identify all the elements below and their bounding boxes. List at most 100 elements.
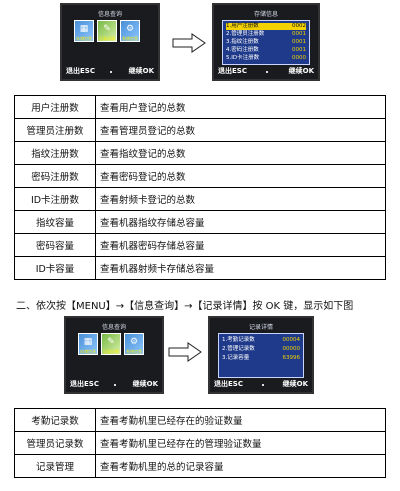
ok-key[interactable]: 继续OK <box>132 380 158 388</box>
table-desc: 查看考勤机里已经存在的验证数量 <box>95 408 386 432</box>
info-icon: ⚙ <box>129 337 139 348</box>
table-row: 管理员注册数查看管理员登记的总数 <box>14 118 386 142</box>
list-item[interactable]: 5.ID卡注册数 0000 <box>226 55 306 62</box>
table-key: 用户注册数 <box>14 95 96 119</box>
device-screen-record-detail: 记录详情 1.考勤记录数 00004 2.管理记录数 00000 3.记录容量 … <box>208 316 314 394</box>
table-desc: 查看机器密码存储总容量 <box>95 233 386 257</box>
menu-icons: ▦ 存储信息 ✎ 记录详情 ⚙ 系统信息 <box>78 333 144 355</box>
table-desc: 查看考勤机里已经存在的管理验证数量 <box>95 431 386 455</box>
row-label: 1.用户注册数 <box>226 23 259 29</box>
menu-item-record-detail[interactable]: ✎ 记录详情 <box>97 20 117 42</box>
row-value: 0001 <box>292 31 306 37</box>
table-key: 管理员注册数 <box>14 118 96 142</box>
row-value: 00004 <box>282 337 301 343</box>
menu-item-system-info[interactable]: ⚙ 系统信息 <box>120 20 140 42</box>
record-detail-table: 考勤记录数查看考勤机里已经存在的验证数量 管理员记录数查看考勤机里已经存在的管理… <box>14 408 386 478</box>
menu-item-storage-info[interactable]: ▦ 存储信息 <box>74 20 94 42</box>
menu-item-label: 系统信息 <box>126 349 142 354</box>
row-value: 0001 <box>292 47 306 53</box>
table-desc: 查看考勤机里的总的记录容量 <box>95 454 386 478</box>
list-item[interactable]: 2.管理员注册数 0001 <box>226 31 306 38</box>
menu-item-label: 系统信息 <box>122 36 138 41</box>
record-icon: ✎ <box>107 337 115 348</box>
record-detail-list: 1.考勤记录数 00004 2.管理记录数 00000 3.记录容量 63996 <box>218 333 304 378</box>
row-label: 3.记录容量 <box>222 355 250 361</box>
table-key: 指纹容量 <box>14 210 96 234</box>
table-row: 指纹容量查看机器指纹存储总容量 <box>14 210 386 234</box>
menu-icons: ▦ 存储信息 ✎ 记录详情 ⚙ 系统信息 <box>74 20 140 42</box>
list-item[interactable]: 3.指纹注册数 0001 <box>226 39 306 46</box>
arrow-right-icon <box>172 33 206 53</box>
table-row: 考勤记录数查看考勤机里已经存在的验证数量 <box>14 408 386 432</box>
row-label: 3.指纹注册数 <box>226 39 259 45</box>
ok-key[interactable]: 继续OK <box>128 67 154 75</box>
table-key: 考勤记录数 <box>14 408 96 432</box>
ok-key[interactable]: 继续OK <box>288 67 314 75</box>
ok-key[interactable]: 继续OK <box>282 380 308 388</box>
list-item[interactable]: 4.密码注册数 0001 <box>226 47 306 54</box>
row-label: 2.管理员注册数 <box>226 31 265 37</box>
table-desc: 查看管理员登记的总数 <box>95 118 386 142</box>
esc-key[interactable]: 退出ESC <box>66 67 95 75</box>
row-label: 2.管理记录数 <box>222 346 255 352</box>
table-desc: 查看射频卡登记的总数 <box>95 187 386 211</box>
info-icon: ⚙ <box>125 24 135 35</box>
table-key: ID卡容量 <box>14 256 96 280</box>
table-row: 用户注册数查看用户登记的总数 <box>14 95 386 119</box>
row-value: 0001 <box>292 39 306 45</box>
menu-item-label: 存储信息 <box>80 349 96 354</box>
table-row: 记录管理查看考勤机里的总的记录容量 <box>14 454 386 478</box>
table-row: 密码注册数查看密码登记的总数 <box>14 164 386 188</box>
device-screen-info-query-2: 信息查询 ▦ 存储信息 ✎ 记录详情 ⚙ 系统信息 退出ESC 继续OK <box>64 316 164 394</box>
esc-key[interactable]: 退出ESC <box>214 380 243 388</box>
row-label: 5.ID卡注册数 <box>226 55 260 61</box>
list-item[interactable]: 1.考勤记录数 00004 <box>222 337 300 344</box>
indicator-dot <box>110 71 112 73</box>
chart-icon: ▦ <box>83 337 93 348</box>
screen-title: 记录详情 <box>248 324 273 331</box>
arrow-right-icon <box>168 342 202 362</box>
table-desc: 查看用户登记的总数 <box>95 95 386 119</box>
menu-item-label: 记录详情 <box>99 36 115 41</box>
row-value: 0000 <box>292 55 306 61</box>
esc-key[interactable]: 退出ESC <box>218 67 247 75</box>
row-value: 0002 <box>292 23 306 29</box>
chart-icon: ▦ <box>79 24 89 35</box>
record-icon: ✎ <box>103 24 111 35</box>
table-desc: 查看密码登记的总数 <box>95 164 386 188</box>
menu-item-record-detail[interactable]: ✎ 记录详情 <box>101 333 121 355</box>
screen-title: 存储信息 <box>253 11 278 18</box>
menu-item-storage-info[interactable]: ▦ 存储信息 <box>78 333 98 355</box>
table-row: ID卡容量查看机器射频卡存储总容量 <box>14 256 386 280</box>
list-item[interactable]: 3.记录容量 63996 <box>222 355 300 362</box>
esc-key[interactable]: 退出ESC <box>70 380 99 388</box>
list-item[interactable]: 1.用户注册数 0002 <box>226 23 306 30</box>
row-label: 4.密码注册数 <box>226 47 259 53</box>
indicator-dot <box>266 71 268 73</box>
table-desc: 查看机器射频卡存储总容量 <box>95 256 386 280</box>
menu-item-system-info[interactable]: ⚙ 系统信息 <box>124 333 144 355</box>
table-key: 记录管理 <box>14 454 96 478</box>
menu-item-label: 记录详情 <box>103 349 119 354</box>
storage-info-list: 1.用户注册数 0002 2.管理员注册数 0001 3.指纹注册数 0001 … <box>222 20 310 65</box>
row-label: 1.考勤记录数 <box>222 337 255 343</box>
table-row: 指纹注册数查看指纹登记的总数 <box>14 141 386 165</box>
row-value: 63996 <box>282 355 301 361</box>
step-instruction: 二、依次按【MENU】→【信息查询】→【记录详情】按 OK 键，显示如下图 <box>16 301 354 312</box>
screen-title: 信息查询 <box>97 11 122 18</box>
table-row: 管理员记录数查看考勤机里已经存在的管理验证数量 <box>14 431 386 455</box>
table-desc: 查看机器指纹存储总容量 <box>95 210 386 234</box>
table-key: 指纹注册数 <box>14 141 96 165</box>
table-row: ID卡注册数查看射频卡登记的总数 <box>14 187 386 211</box>
table-desc: 查看指纹登记的总数 <box>95 141 386 165</box>
table-key: 密码注册数 <box>14 164 96 188</box>
row-value: 00000 <box>282 346 301 352</box>
list-item[interactable]: 2.管理记录数 00000 <box>222 346 300 353</box>
table-key: 密码容量 <box>14 233 96 257</box>
device-screen-info-query: 信息查询 ▦ 存储信息 ✎ 记录详情 ⚙ 系统信息 退出ESC 继续OK <box>60 3 160 81</box>
screen-title: 信息查询 <box>101 324 126 331</box>
indicator-dot <box>262 384 264 386</box>
table-row: 密码容量查看机器密码存储总容量 <box>14 233 386 257</box>
indicator-dot <box>114 384 116 386</box>
menu-item-label: 存储信息 <box>76 36 92 41</box>
